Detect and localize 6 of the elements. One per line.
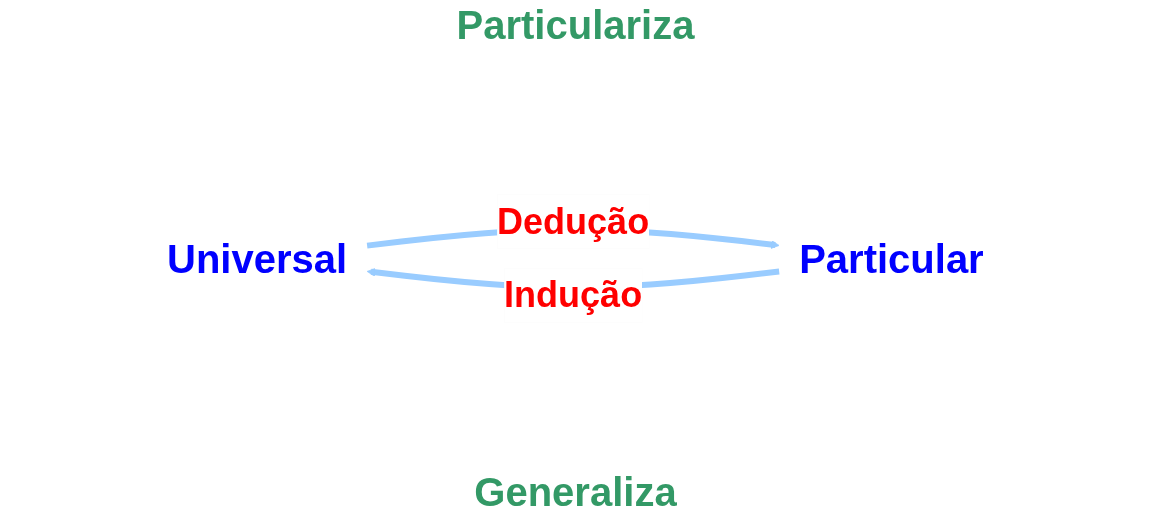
edge-label: Dedução [497,200,650,242]
arrow-caption: Generaliza [474,469,677,516]
node-text: Universal [167,236,348,281]
node-text: Particular [799,236,984,281]
arrow-caption: Particulariza [456,2,695,49]
edge-label: Indução [504,274,643,316]
